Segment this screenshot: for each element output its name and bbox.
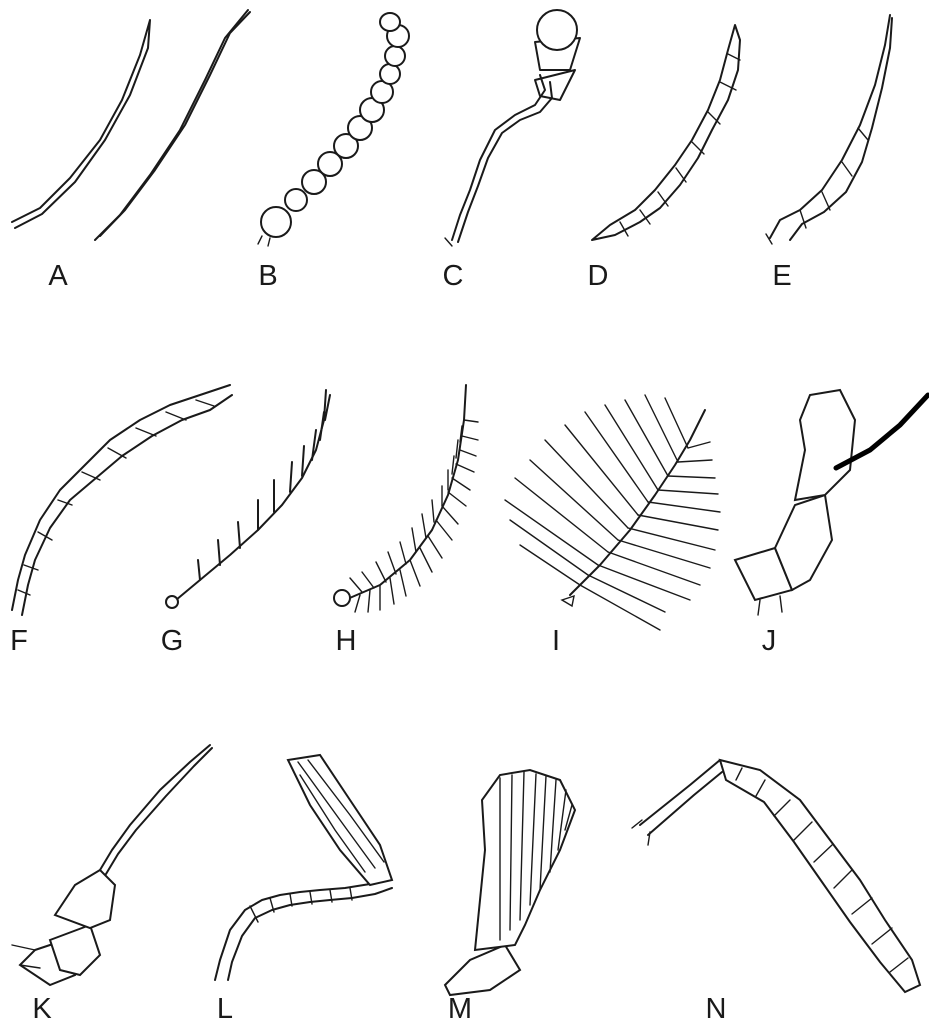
panel-label-h: H (326, 627, 366, 656)
antenna-drawing-j (735, 390, 928, 615)
panel-label-b: B (248, 262, 288, 291)
antenna-drawing-a (12, 10, 250, 240)
panel-label-d: D (578, 262, 618, 291)
panel-label-e: E (762, 262, 802, 291)
panel-label-m: M (440, 995, 480, 1024)
panel-label-f: F (0, 627, 39, 656)
antenna-drawing-g (166, 390, 330, 608)
panel-label-n: N (696, 995, 736, 1024)
antenna-drawing-m (445, 770, 575, 995)
antenna-drawing-e (766, 15, 892, 244)
panel-label-a: A (38, 262, 78, 291)
antenna-drawing-l (215, 755, 392, 980)
antenna-drawing-d (592, 25, 740, 240)
antenna-drawing-b (258, 13, 409, 246)
panel-label-g: G (152, 627, 192, 656)
panel-label-k: K (22, 995, 62, 1024)
panel-label-j: J (749, 627, 789, 656)
panel-label-i: I (536, 627, 576, 656)
antenna-drawing-h (334, 385, 478, 612)
antenna-drawing-n (632, 760, 920, 992)
antenna-drawing-c (445, 10, 580, 246)
panel-label-l: L (205, 995, 245, 1024)
panel-label-c: C (433, 262, 473, 291)
antenna-drawing-k (12, 745, 212, 985)
antenna-drawing-i (505, 395, 720, 630)
